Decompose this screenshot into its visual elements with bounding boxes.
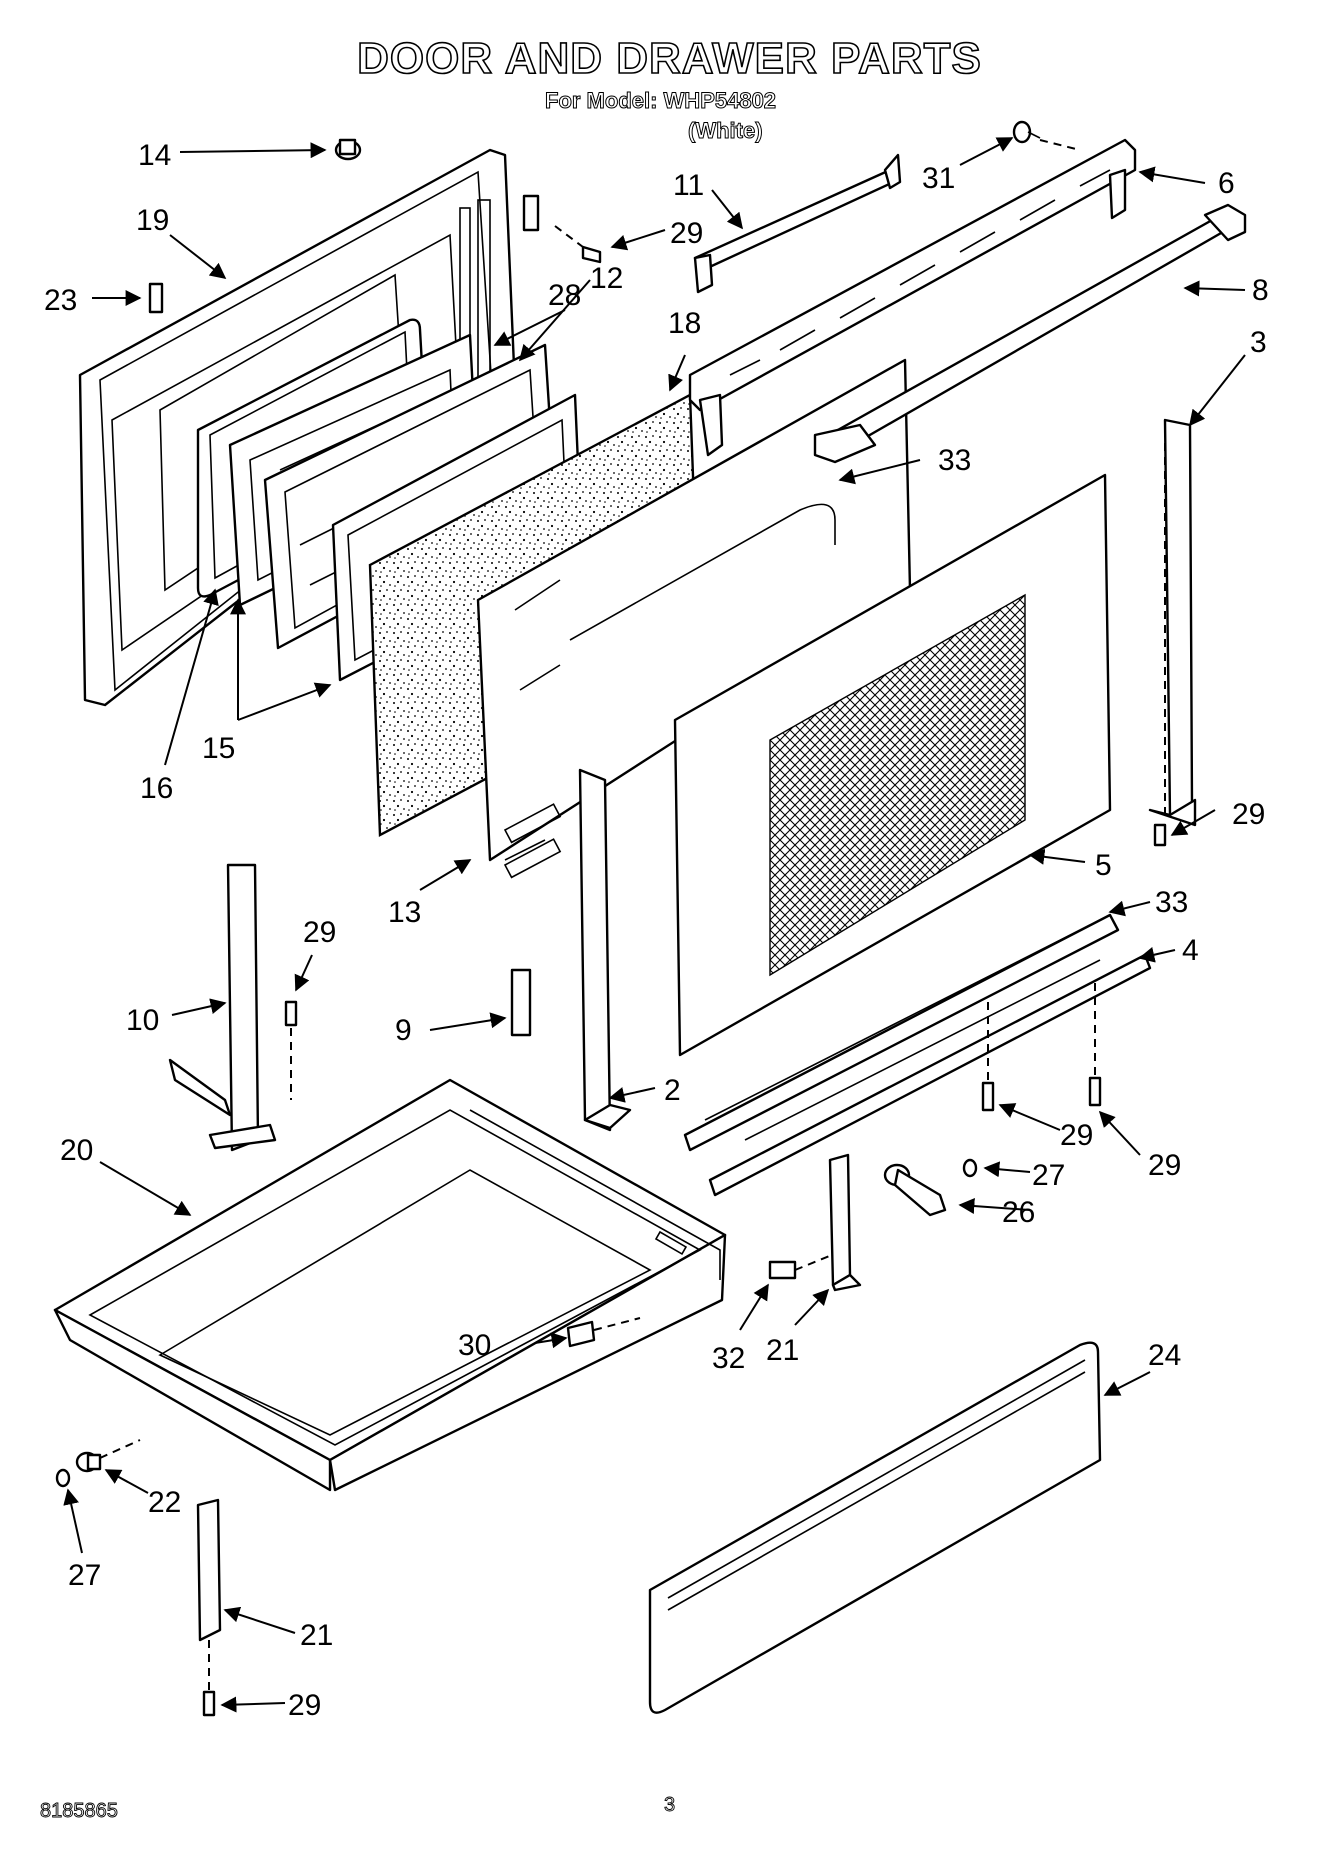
callout-21: 21 — [766, 1334, 799, 1367]
callout-21: 21 — [300, 1619, 333, 1652]
callout-9: 9 — [395, 1014, 412, 1047]
callout-27: 27 — [1032, 1159, 1065, 1192]
part-29-screw-bottom — [202, 1690, 216, 1717]
callout-20: 20 — [60, 1134, 93, 1167]
callout-18: 18 — [668, 307, 701, 340]
part-4-bottom-channel — [708, 953, 1152, 1197]
part-2-left-side-trim — [578, 768, 632, 1132]
part-29-screw-rail-left — [981, 1081, 995, 1112]
callout-labels: 14 19 23 11 29 28 12 18 31 6 8 3 33 16 1… — [44, 139, 1269, 1722]
callout-10: 10 — [126, 1004, 159, 1037]
part-29-screw-top — [581, 245, 602, 264]
callout-3: 3 — [1250, 326, 1267, 359]
callout-15: 15 — [202, 732, 235, 765]
part-29-screw-rail-right — [1088, 1076, 1102, 1107]
callout-11: 11 — [673, 169, 704, 202]
part-27-washer-left — [55, 1468, 71, 1488]
callout-14: 14 — [138, 139, 171, 172]
callout-29: 29 — [1148, 1149, 1181, 1182]
callout-29: 29 — [1232, 798, 1265, 831]
callout-33: 33 — [1155, 886, 1188, 919]
callout-23: 23 — [44, 284, 77, 317]
part-24-drawer-front — [648, 1341, 1102, 1714]
part-3-right-side-trim — [1148, 418, 1197, 827]
part-8-door-handle — [813, 203, 1247, 464]
part-5-outer-door-panel — [673, 473, 1112, 1057]
callout-13: 13 — [388, 896, 421, 929]
model-line: For Model: WHP54802 — [544, 88, 777, 114]
part-33-bottom-rail — [683, 913, 1120, 1152]
part-20-drawer-box — [53, 1078, 727, 1492]
part-21-drawer-bracket-right — [828, 1153, 862, 1292]
callout-28: 28 — [548, 279, 581, 312]
part-22-drawer-glide-left — [75, 1451, 102, 1473]
callout-16: 16 — [140, 772, 173, 805]
callout-31: 31 — [922, 162, 955, 195]
callout-29: 29 — [1060, 1119, 1093, 1152]
callout-30: 30 — [458, 1329, 491, 1362]
part-29-screw-hinge — [284, 1000, 298, 1027]
part-30-screw — [566, 1320, 596, 1348]
callout-12: 12 — [590, 262, 623, 295]
callout-32: 32 — [712, 1342, 745, 1375]
callout-22: 22 — [148, 1486, 181, 1519]
callout-26: 26 — [1002, 1196, 1035, 1229]
document-number: 8185865 — [40, 1800, 119, 1823]
part-28-clip — [522, 194, 540, 232]
part-10-left-hinge — [168, 863, 277, 1152]
leader-lines — [63, 137, 1246, 1713]
part-6-vent-trim — [688, 138, 1137, 457]
part-11-bracket — [693, 153, 902, 294]
callout-29: 29 — [303, 916, 336, 949]
callout-6: 6 — [1218, 167, 1235, 200]
callout-24: 24 — [1148, 1339, 1181, 1372]
part-9-spacer — [510, 968, 532, 1037]
page-number: 3 — [664, 1794, 676, 1817]
part-14-bumper — [334, 138, 362, 161]
callout-4: 4 — [1182, 934, 1199, 967]
part-32-screw — [768, 1260, 797, 1280]
callout-19: 19 — [136, 204, 169, 237]
part-21-drawer-bracket-left — [196, 1498, 222, 1642]
page-title: DOOR AND DRAWER PARTS — [356, 33, 982, 84]
callout-29: 29 — [288, 1689, 321, 1722]
variant-label: (White) — [688, 118, 764, 144]
part-27-washer-right — [962, 1158, 978, 1178]
callout-5: 5 — [1095, 849, 1112, 882]
part-29-screw-right-trim — [1153, 823, 1167, 847]
callout-2: 2 — [664, 1074, 681, 1107]
part-31-screw — [1012, 120, 1041, 144]
part-23-clip — [148, 282, 164, 314]
part-26-drawer-glide — [883, 1163, 947, 1217]
callout-29: 29 — [670, 217, 703, 250]
callout-8: 8 — [1252, 274, 1269, 307]
callout-27: 27 — [68, 1559, 101, 1592]
callout-33: 33 — [938, 444, 971, 477]
